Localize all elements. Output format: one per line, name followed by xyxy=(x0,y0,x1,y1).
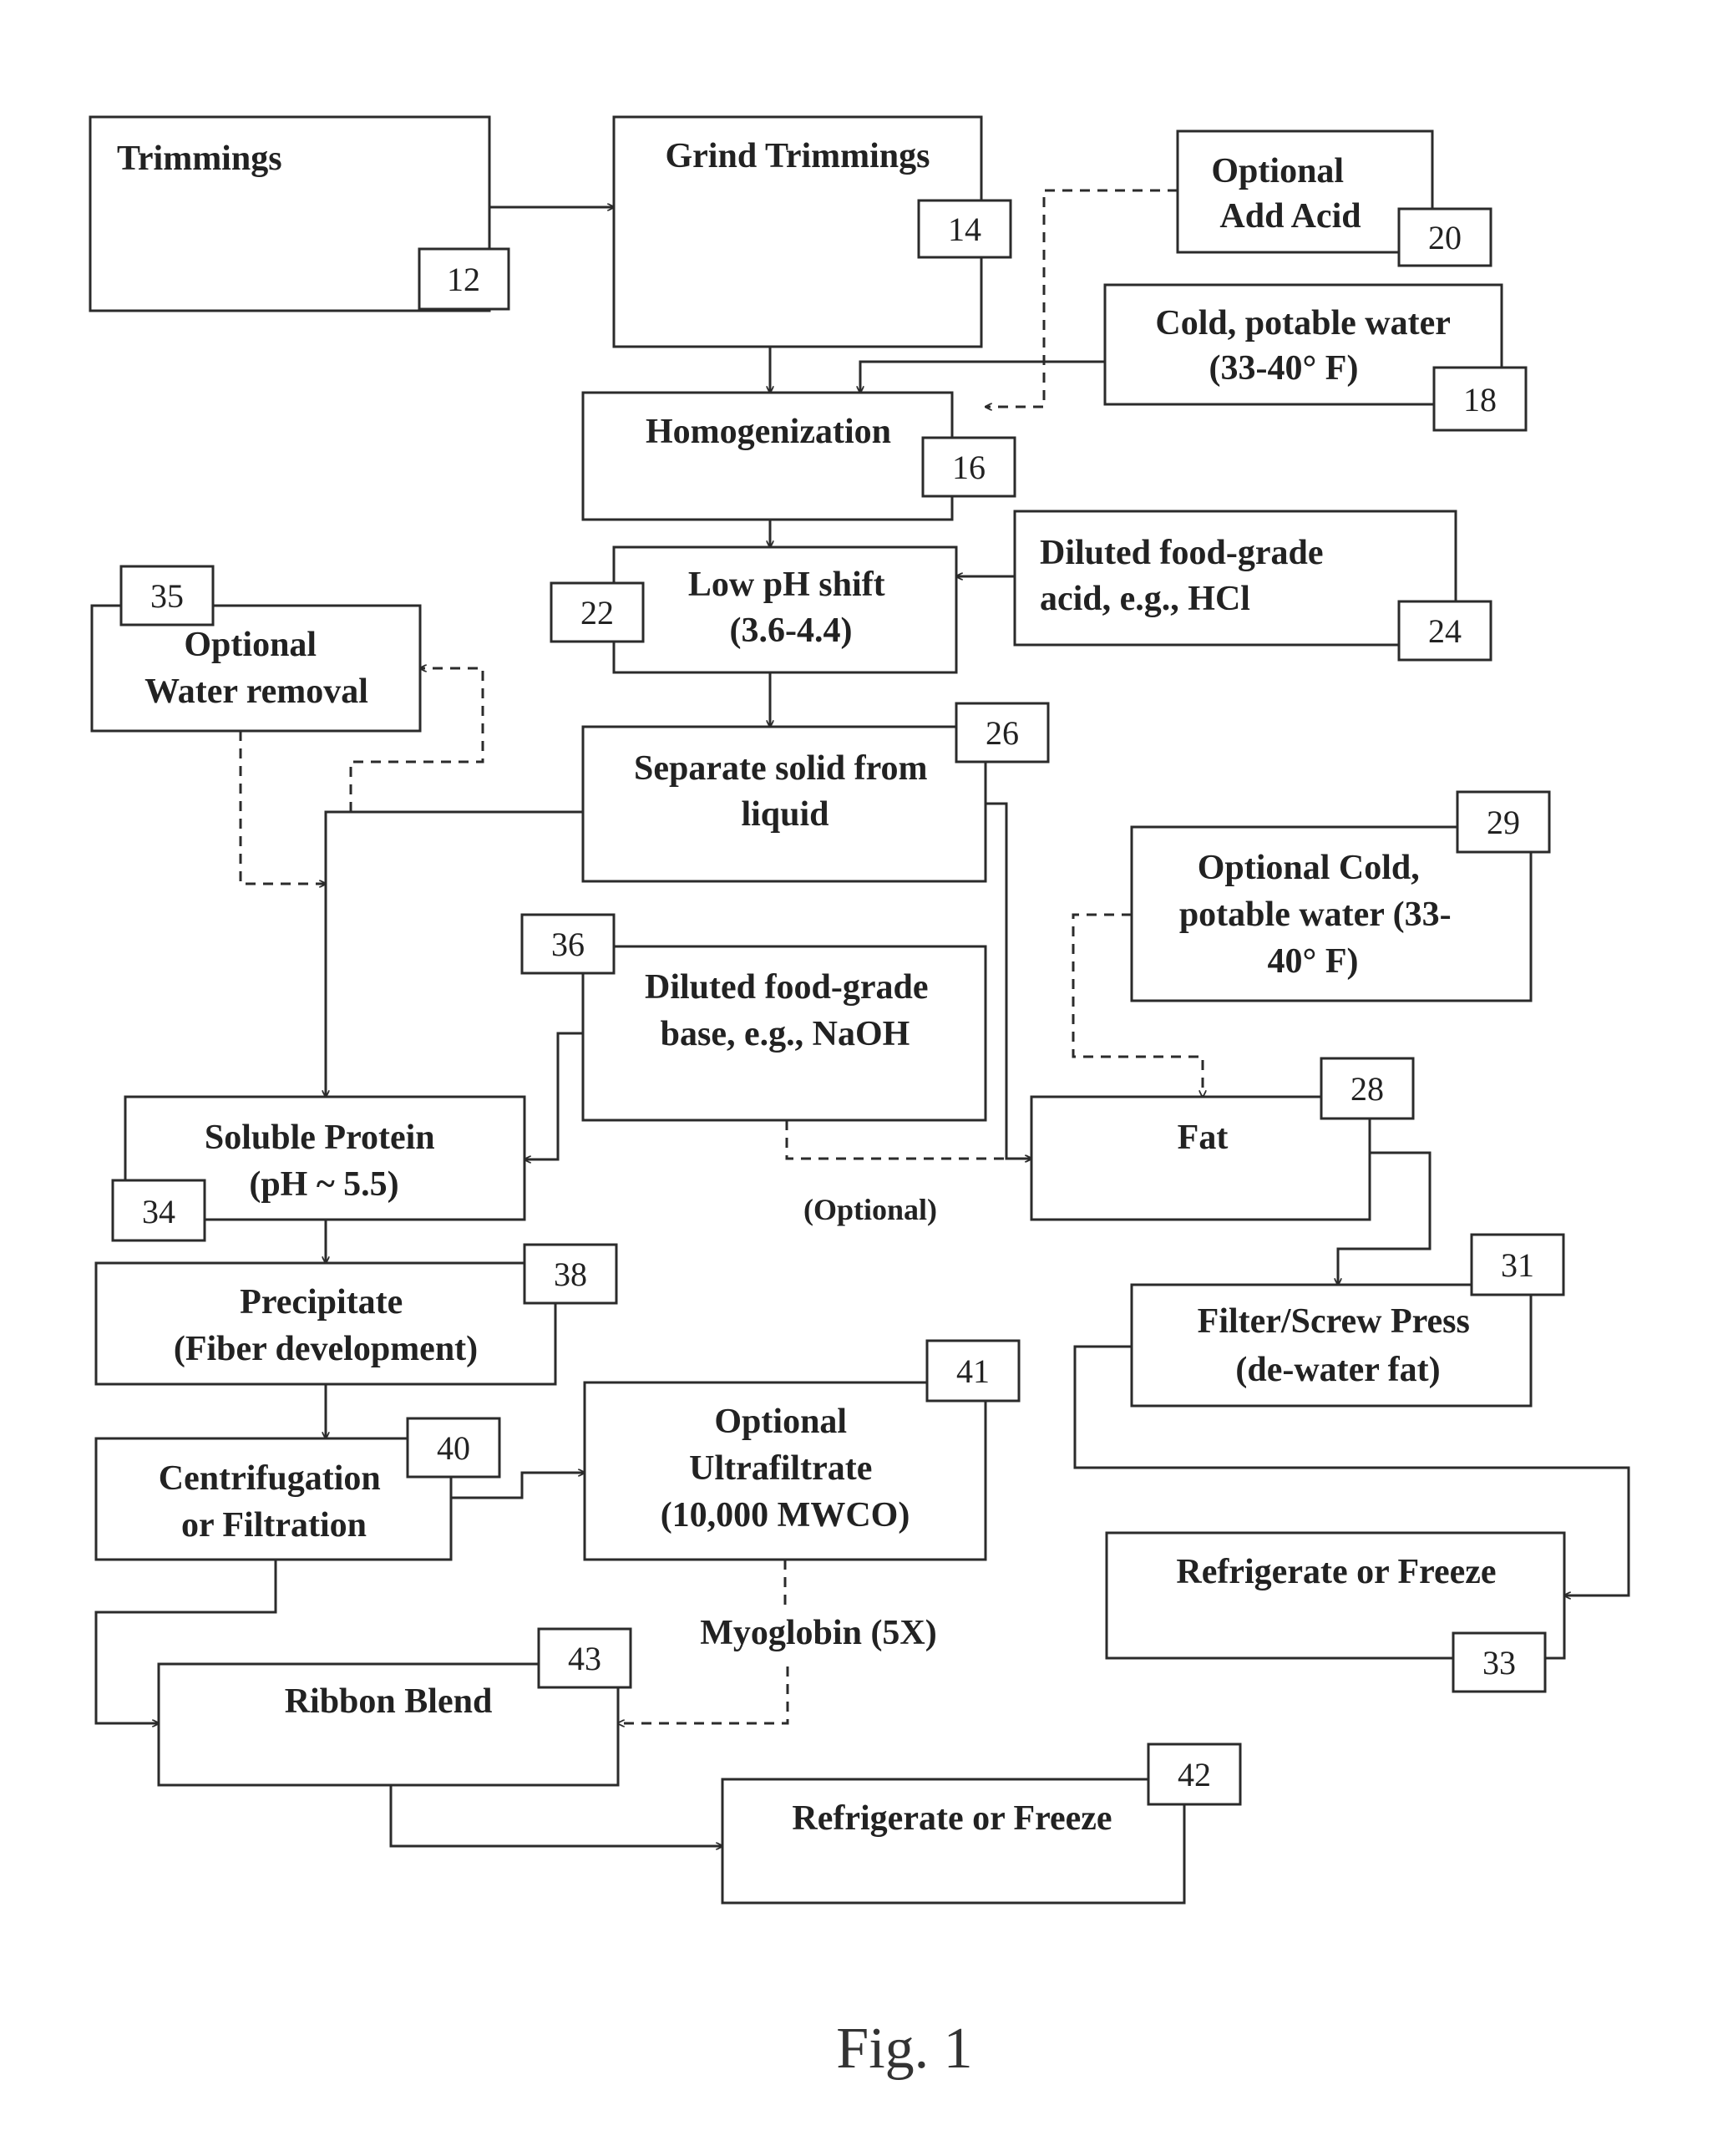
step-refrigerate-final: Refrigerate or Freeze 42 xyxy=(722,1744,1240,1903)
myoglobin-annotation: Myoglobin (5X) xyxy=(700,1614,937,1652)
step-optional-cold-water: Optional Cold, potable water (33- 40° F)… xyxy=(1132,792,1549,1001)
step-water-removal: Optional Water removal 35 xyxy=(92,566,420,731)
step-refrigerate-final-number: 42 xyxy=(1178,1756,1211,1793)
connector-waterremoval-protein xyxy=(241,731,326,884)
step-separate: Separate solid from liquid 26 xyxy=(583,703,1048,881)
step-grind-trimmings-number: 14 xyxy=(948,211,981,248)
step-refrigerate-fat-label: Refrigerate or Freeze xyxy=(1176,1553,1496,1591)
step-add-acid-number: 20 xyxy=(1428,219,1462,256)
step-grind-trimmings-label: Grind Trimmings xyxy=(666,137,930,175)
step-separate-number: 26 xyxy=(986,714,1019,752)
step-ribbon-blend-number: 43 xyxy=(568,1640,601,1677)
step-trimmings-number: 12 xyxy=(447,261,480,298)
step-ribbon-blend: Ribbon Blend 43 xyxy=(159,1629,631,1785)
step-filter-press-number: 31 xyxy=(1501,1246,1534,1284)
connector-base-fat xyxy=(787,1120,1031,1159)
step-diluted-acid: Diluted food-grade acid, e.g., HCl 24 xyxy=(1015,511,1491,660)
connector-ribbon-refrigerate xyxy=(391,1785,722,1846)
step-fat-number: 28 xyxy=(1350,1070,1384,1108)
step-fat: Fat 28 xyxy=(1031,1058,1413,1220)
step-homogenization-label: Homogenization xyxy=(646,413,891,451)
step-diluted-base-number: 36 xyxy=(551,926,585,963)
step-centrifugation: Centrifugation or Filtration 40 xyxy=(96,1418,499,1560)
step-refrigerate-fat-number: 33 xyxy=(1482,1644,1516,1682)
step-soluble-protein-number: 34 xyxy=(142,1193,175,1230)
step-trimmings-label: Trimmings xyxy=(117,140,282,178)
step-ultrafiltrate-number: 41 xyxy=(956,1352,990,1390)
step-cold-water-number: 18 xyxy=(1463,381,1497,419)
step-refrigerate-fat: Refrigerate or Freeze 33 xyxy=(1107,1533,1564,1692)
step-centrifugation-number: 40 xyxy=(437,1429,470,1467)
optional-annotation: (Optional) xyxy=(803,1193,937,1226)
step-filter-press: Filter/Screw Press (de-water fat) 31 xyxy=(1132,1235,1563,1406)
step-add-acid: Optional Add Acid 20 xyxy=(1178,131,1491,266)
connector-myoglobin-ribbon xyxy=(618,1666,788,1723)
step-refrigerate-final-label: Refrigerate or Freeze xyxy=(792,1799,1112,1838)
step-ribbon-blend-label: Ribbon Blend xyxy=(285,1682,493,1721)
step-grind-trimmings: Grind Trimmings 14 xyxy=(614,117,1011,347)
step-low-ph-shift: Low pH shift (3.6-4.4) 22 xyxy=(551,547,956,672)
connector-base-protein xyxy=(524,1033,583,1159)
step-water-removal-number: 35 xyxy=(150,577,184,615)
step-ultrafiltrate: Optional Ultrafiltrate (10,000 MWCO) 41 xyxy=(585,1341,1019,1560)
myoglobin-label: Myoglobin (5X) xyxy=(700,1614,937,1652)
step-soluble-protein: Soluble Protein (pH ~ 5.5) 34 xyxy=(113,1097,524,1240)
step-trimmings: Trimmings 12 xyxy=(90,117,509,311)
step-low-ph-shift-number: 22 xyxy=(580,594,614,632)
step-precipitate: Precipitate (Fiber development) 38 xyxy=(96,1245,616,1384)
connector-coldwater-homogenization xyxy=(860,362,1105,393)
figure-caption: Fig. 1 xyxy=(836,2016,972,2081)
step-homogenization: Homogenization 16 xyxy=(583,393,1015,520)
step-precipitate-number: 38 xyxy=(554,1256,587,1293)
step-diluted-acid-number: 24 xyxy=(1428,612,1462,650)
step-optional-cold-water-number: 29 xyxy=(1487,804,1520,841)
step-diluted-base: Diluted food-grade base, e.g., NaOH 36 xyxy=(522,915,986,1120)
step-fat-label: Fat xyxy=(1178,1119,1229,1157)
connector-separate-fat xyxy=(986,804,1031,1159)
step-homogenization-number: 16 xyxy=(952,449,986,486)
step-cold-water: Cold, potable water (33-40° F) 18 xyxy=(1105,285,1526,430)
optional-label: (Optional) xyxy=(803,1193,937,1226)
